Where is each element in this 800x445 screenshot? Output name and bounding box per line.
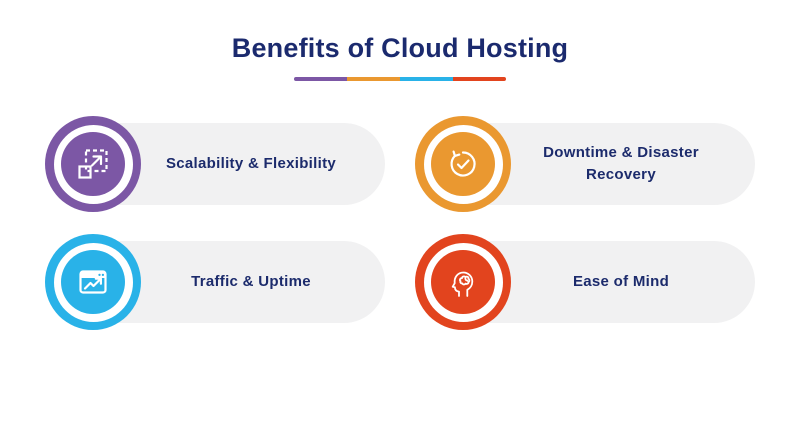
badge-inner — [431, 250, 495, 314]
benefit-card-ease-of-mind: Ease of Mind — [415, 234, 755, 330]
page-title: Benefits of Cloud Hosting — [231, 33, 569, 63]
benefit-badge — [45, 234, 141, 330]
benefit-card-scalability: Scalability & Flexibility — [45, 116, 385, 212]
title-underline — [294, 77, 506, 81]
benefit-badge — [45, 116, 141, 212]
underline-segment-purple — [294, 77, 347, 81]
benefit-badge — [415, 116, 511, 212]
underline-segment-orange — [347, 77, 400, 81]
badge-ring — [423, 124, 503, 204]
header: Benefits of Cloud Hosting — [0, 0, 800, 81]
scale-resize-icon — [78, 149, 108, 179]
mind-head-icon — [451, 271, 474, 297]
badge-inner — [61, 250, 125, 314]
badge-ring — [53, 242, 133, 322]
recovery-clock-icon — [450, 150, 476, 177]
benefit-label: Traffic & Uptime — [191, 273, 311, 291]
benefit-label: Downtime & Disaster Recovery — [543, 144, 699, 183]
benefit-badge — [415, 234, 511, 330]
badge-ring — [53, 124, 133, 204]
underline-segment-cyan — [400, 77, 453, 81]
badge-inner — [431, 132, 495, 196]
benefit-label: Ease of Mind — [572, 273, 670, 291]
benefit-label: Scalability & Flexibility — [165, 155, 337, 173]
underline-segment-red — [453, 77, 506, 81]
benefit-card-traffic: Traffic & Uptime — [45, 234, 385, 330]
badge-inner — [61, 132, 125, 196]
benefit-card-recovery: Downtime & Disaster Recovery — [415, 116, 755, 212]
badge-ring — [423, 242, 503, 322]
traffic-chart-icon — [79, 270, 107, 294]
